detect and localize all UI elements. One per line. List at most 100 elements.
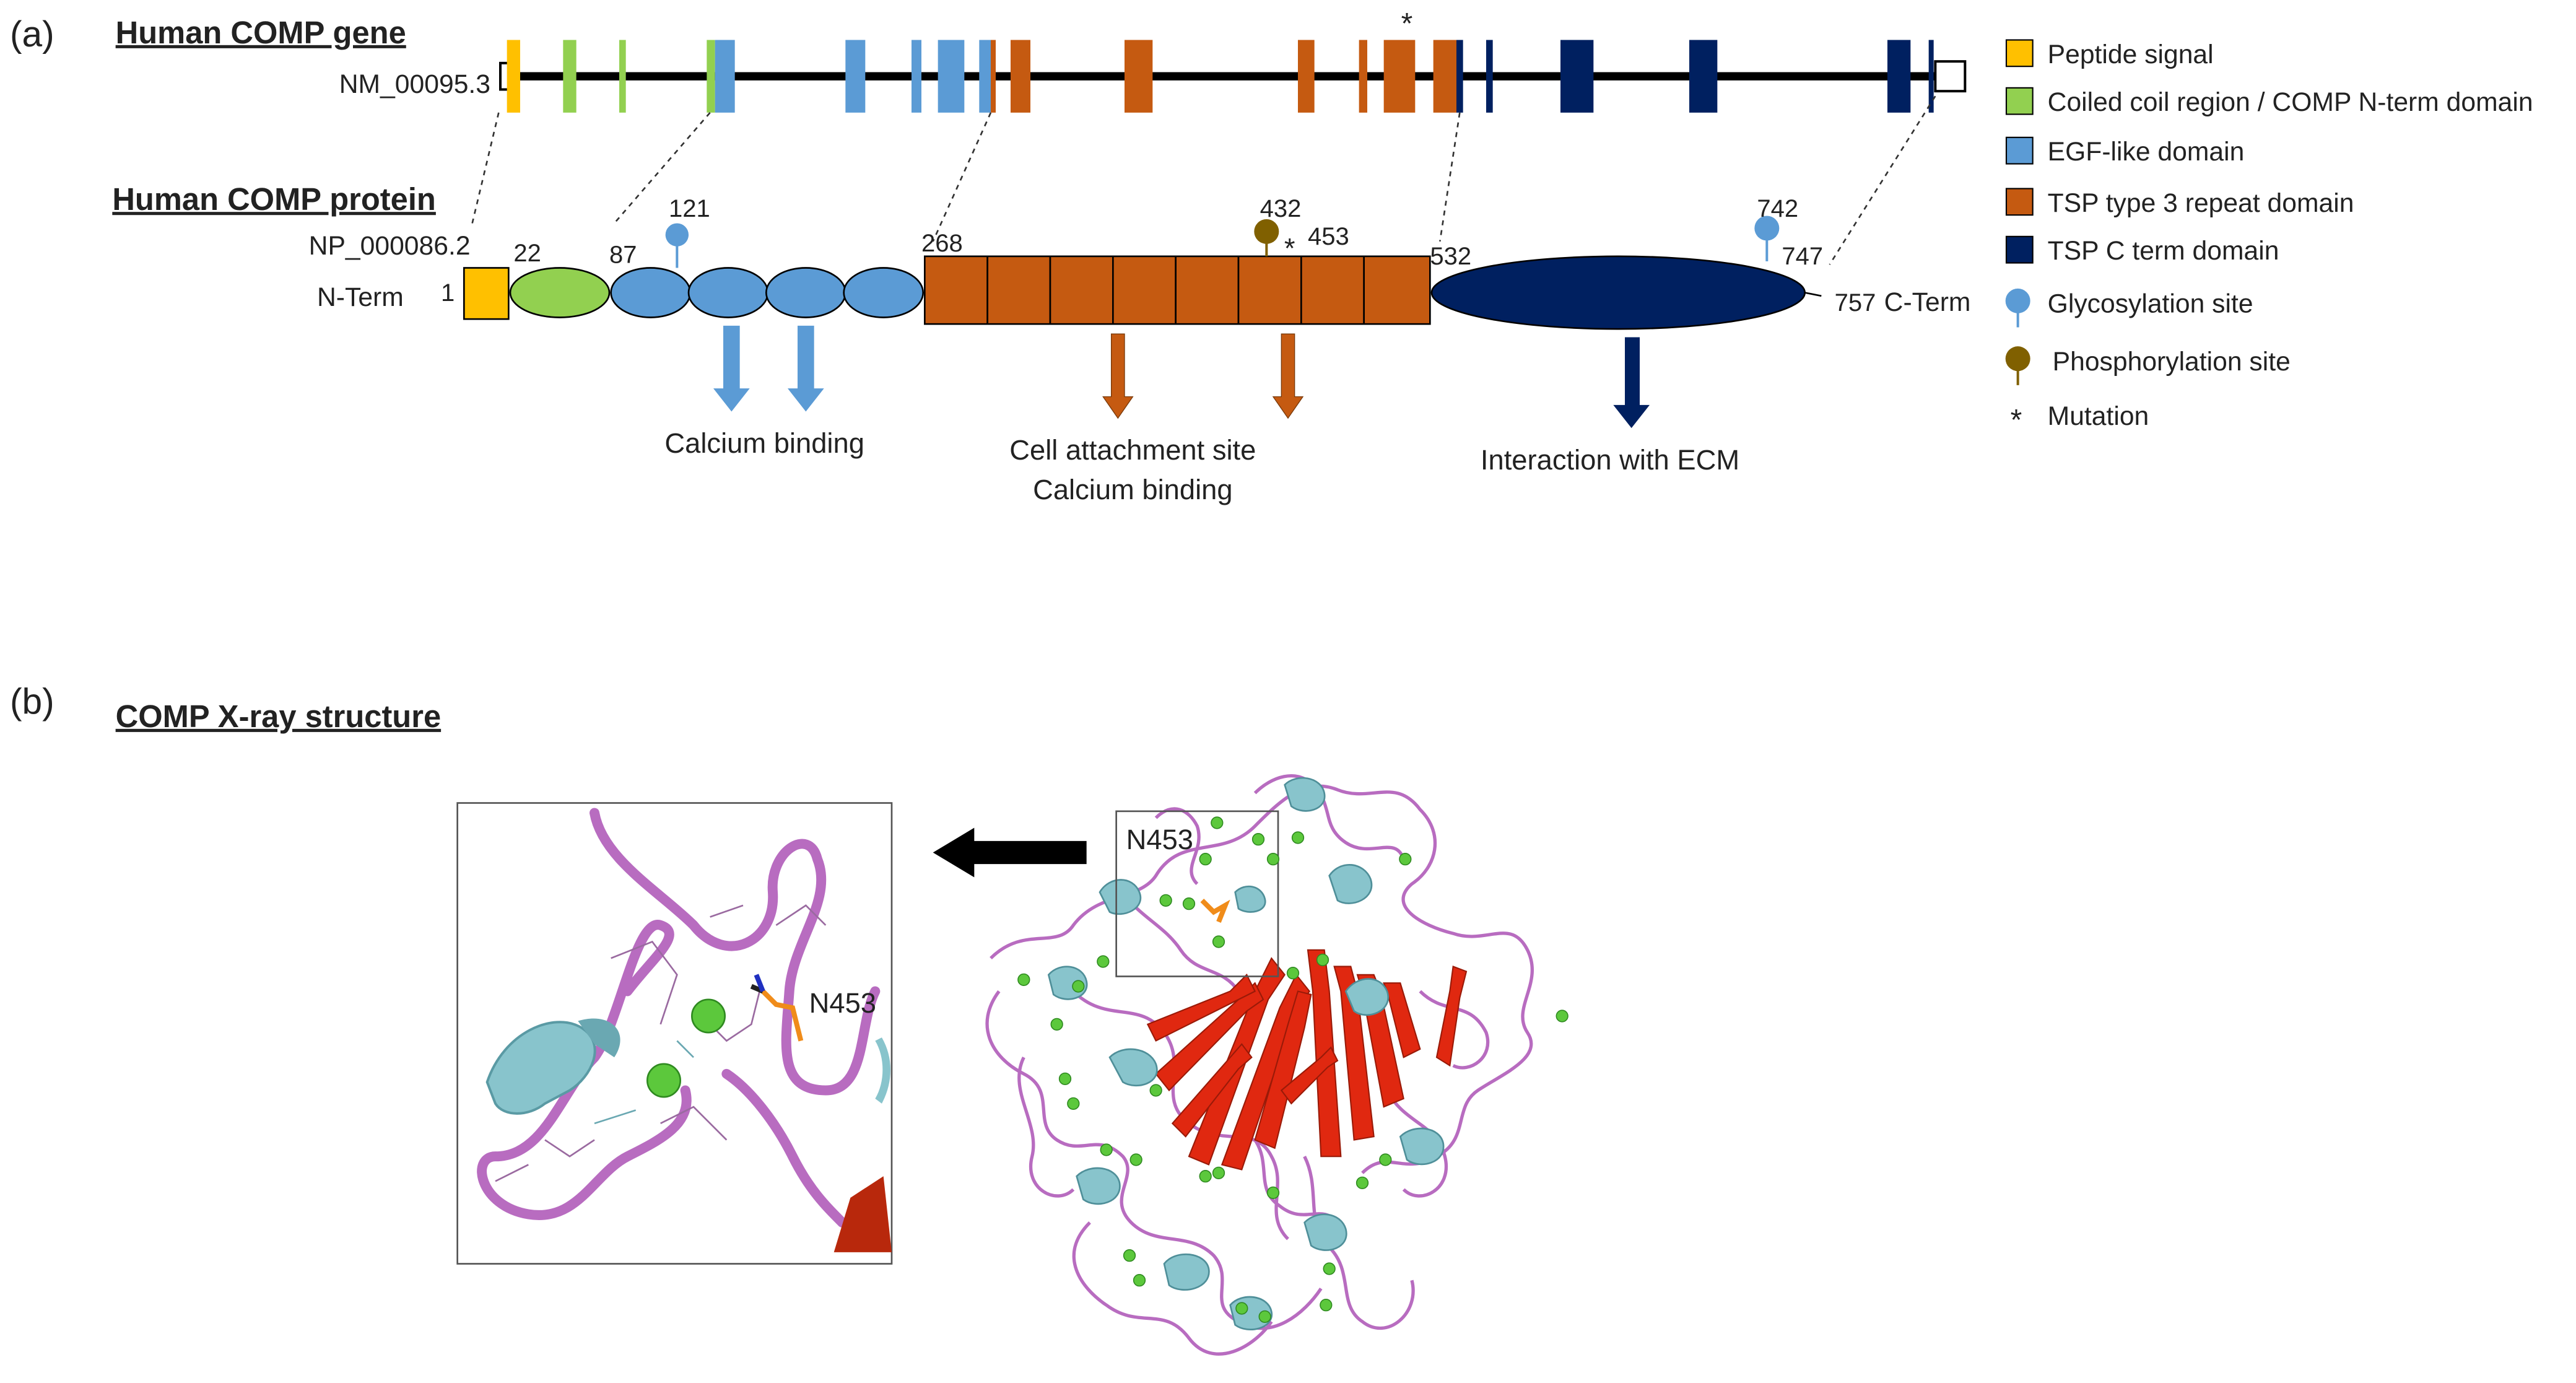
cell-calcium-binding-label: Calcium binding	[1033, 474, 1233, 505]
annotation-arrows	[713, 325, 1650, 429]
structure-loop-11	[1385, 1089, 1448, 1198]
legend-label-4: TSP type 3 repeat domain	[2048, 188, 2354, 218]
n453-residue	[1200, 899, 1230, 923]
gene-exon-tsp3-6	[1383, 40, 1416, 113]
panel-b: (b) COMP X-ray structure	[10, 682, 1569, 1356]
inset-thin-stick-2	[676, 1040, 694, 1058]
tsp3-repeat-5	[1175, 255, 1240, 325]
inset-residue-label: N453	[809, 987, 876, 1019]
calcium-ion-20	[1199, 1170, 1212, 1183]
helix-4	[1108, 1048, 1158, 1087]
sheet-strand-4	[1146, 974, 1256, 1042]
helix-10	[1284, 777, 1326, 812]
structure-loop-6	[1253, 774, 1406, 860]
calcium-ion-25	[1123, 1249, 1136, 1262]
calcium-ion-3	[1266, 853, 1280, 866]
sheet-strand-11	[1171, 1043, 1253, 1138]
legend-label-8: Mutation	[2048, 401, 2149, 431]
helix-5	[1076, 1167, 1121, 1205]
n-term-label: N-Term	[317, 282, 404, 312]
gene-exon-ctd-6	[1928, 40, 1934, 113]
tsp3-arrow-2	[1272, 333, 1304, 419]
gene-title: Human COMP gene	[116, 15, 406, 50]
tsp3-repeat-8	[1363, 255, 1431, 325]
tsp3-repeat-1	[924, 255, 988, 325]
phospho-432-head	[1254, 219, 1279, 244]
inset-thin-sticks	[594, 1040, 694, 1125]
legend-label-7: Phosphorylation site	[2053, 347, 2291, 377]
helix-3	[1344, 978, 1389, 1016]
map-line-signal	[471, 112, 500, 224]
inset-helix-band	[578, 1018, 620, 1058]
calcium-ion-12	[1017, 973, 1030, 986]
gene-exon-egf-5	[979, 40, 991, 113]
inset-side-chain-7	[495, 1164, 529, 1182]
panel-a: (a) Human COMP gene NM_00095.3	[10, 7, 2533, 505]
gene-exon-tsp3-2	[1011, 40, 1030, 113]
inset-helix	[485, 1021, 596, 1115]
inset-side-chain-1	[611, 940, 678, 1025]
gene-exon-tsp3-4	[1298, 40, 1315, 113]
inset-loop-3	[721, 1068, 847, 1228]
inset-helix-right	[875, 1037, 890, 1104]
pos-121: 121	[669, 195, 710, 222]
ctd-arrow	[1613, 337, 1650, 429]
calcium-ion-6	[1199, 853, 1212, 866]
inset-side-chain-3	[660, 1106, 728, 1141]
tsp3-repeat-7	[1300, 255, 1365, 325]
legend-label-2: Coiled coil region / COMP N-term domain	[2048, 87, 2533, 117]
pos-742: 742	[1757, 195, 1798, 222]
calcium-ion-26	[1133, 1274, 1146, 1287]
structure-loops	[985, 774, 1534, 1356]
legend-label-3: EGF-like domain	[2048, 137, 2245, 167]
pos-87: 87	[609, 242, 637, 269]
calcium-ion-21	[1212, 1166, 1225, 1179]
cell-attachment-label: Cell attachment site	[1009, 434, 1256, 466]
gene-exon-tsp3-1	[991, 40, 996, 113]
calcium-ion-28	[1320, 1299, 1333, 1312]
gene-exon-coiled-2	[619, 40, 626, 113]
pos-747: 747	[1782, 243, 1823, 270]
calcium-ion-17	[1067, 1097, 1080, 1110]
inset-calcium-ion-2	[646, 1063, 681, 1098]
legend-swatch-4	[2005, 188, 2034, 216]
map-line-ctd-start	[1439, 112, 1461, 242]
legend-item-8: *Mutation	[2011, 401, 2149, 437]
zoom-inset: N453	[456, 802, 893, 1265]
legend-item-3: EGF-like domain	[2005, 136, 2245, 167]
tsp3-repeat-3	[1049, 255, 1114, 325]
helix-12	[1234, 886, 1266, 913]
calcium-ion-31	[1050, 1018, 1063, 1031]
gene-exon-tsp3-3	[1125, 40, 1153, 113]
panel-b-label: (b)	[10, 682, 54, 722]
calcium-ion-7	[1182, 897, 1196, 910]
inset-side-chain-4	[775, 904, 827, 926]
glyco-121-head	[665, 223, 689, 246]
calcium-ion-8	[1159, 894, 1172, 907]
sheet-strand-9	[1254, 990, 1312, 1150]
legend-item-5: TSP C term domain	[2005, 235, 2279, 266]
calcium-ion-4	[1291, 831, 1305, 844]
calcium-ion-32	[1149, 1084, 1162, 1097]
gene-exon-ctd-2	[1486, 40, 1493, 113]
map-line-egf-start	[613, 111, 711, 224]
calcium-ion-11	[1286, 967, 1300, 980]
residue-label: N453	[1126, 824, 1193, 855]
panel-b-title: COMP X-ray structure	[116, 699, 441, 734]
helix-1	[1099, 879, 1142, 915]
legend-item-4: TSP type 3 repeat domain	[2005, 188, 2354, 218]
calcium-ion-5	[1399, 853, 1412, 866]
pos-432: 432	[1260, 195, 1302, 222]
structure-loop-8	[1419, 990, 1490, 1070]
inset-loop-2	[477, 920, 692, 1220]
calcium-ion-9	[1212, 935, 1225, 948]
map-line-end	[1829, 95, 1936, 265]
protein-accession: NP_000086.2	[309, 231, 471, 261]
gene-track: *	[498, 7, 1967, 113]
c-terminal-domain	[1430, 255, 1806, 330]
structure-loop-4	[1303, 1155, 1415, 1330]
signal-peptide-domain	[463, 267, 510, 320]
calcium-ions	[1017, 816, 1569, 1323]
egf-domain-4	[843, 267, 924, 318]
calcium-ion-2	[1251, 833, 1265, 846]
